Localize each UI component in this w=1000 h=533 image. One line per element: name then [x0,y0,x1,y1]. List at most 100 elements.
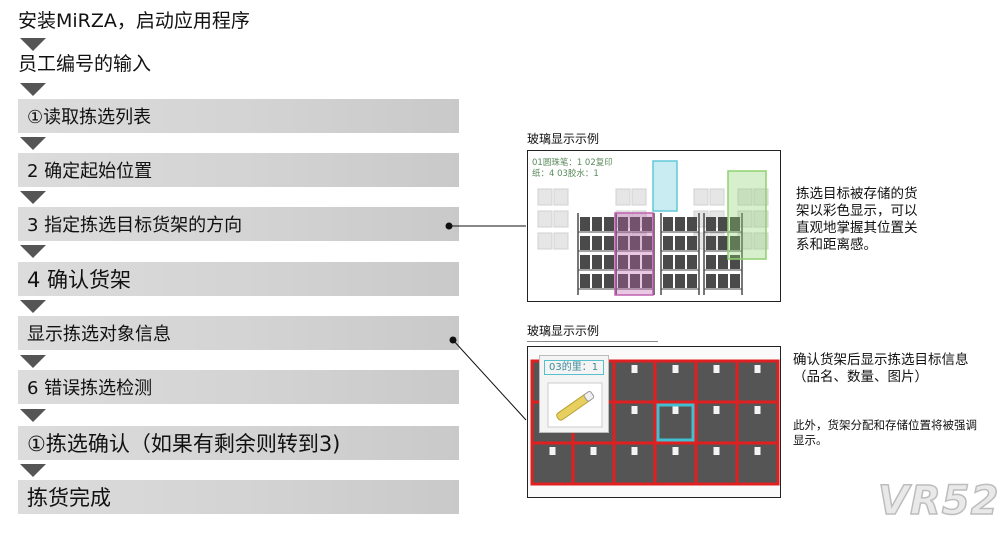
faded-rack-box [693,188,709,206]
rack-box [675,236,685,250]
rack-box [642,217,652,231]
rack-box [706,236,716,250]
bin-tag [713,406,720,414]
target-item-label: 03的里：1 [544,360,604,375]
faded-rack-box [631,188,647,206]
faded-rack-box [753,232,769,250]
faded-rack-box [537,232,553,250]
example1-title: 玻璃显示示例 [527,132,600,146]
rack-box [642,255,652,269]
step-start-position: 2 确定起始位置 [18,153,459,187]
example2-title-underline [527,341,658,342]
rack-box [592,255,602,269]
arrow-down-icon [20,464,46,477]
step-pick-confirm: ①拣选确认（如果有剩余则转到3) [18,426,459,460]
rack-box [706,217,716,231]
bin-tag [672,406,679,414]
arrow-down-icon [20,38,46,51]
rack-box [604,274,614,288]
faded-rack-box [737,188,753,206]
arrow-down-icon [20,137,46,150]
rack-box [730,217,740,231]
rack-box [580,274,590,288]
bin-tag [754,365,761,373]
faded-rack-box [709,188,725,206]
faded-rack-box [753,188,769,206]
watermark-logo: VR52 [877,477,1000,525]
faded-rack-box [553,210,569,228]
arrow-down-icon [20,191,46,204]
rack-box [730,274,740,288]
step-error-detection: 6 错误拣选检测 [18,370,459,404]
rack-box [730,255,740,269]
rack-box [618,236,628,250]
green-highlight-rack [727,170,767,260]
bin-tag [590,447,597,455]
rack-box [604,236,614,250]
rack-box [687,255,697,269]
rack-box [592,217,602,231]
overlay-line-2: 纸：4 03胶水：1 [532,169,599,179]
rack-box [618,274,628,288]
rack-box [675,274,685,288]
example1-description: 拣选目标被存储的货架以彩色显示，可以直观地掌握其位置关系和距离感。 [796,186,918,253]
rack-box [580,255,590,269]
rack-overview-panel: 01圆珠笔：1 02复印 纸：4 03胶水：1 [527,150,781,302]
rack-box [718,236,728,250]
rack-illustration [537,160,769,296]
bin-tag [631,406,638,414]
example2-title: 玻璃显示示例 [527,324,600,338]
highlighted-bin [656,403,695,442]
glue-stick-icon [547,382,603,428]
step-show-target-info: 显示拣选对象信息 [18,316,459,350]
faded-rack-box [553,232,569,250]
cyan-highlight-rack [652,160,678,212]
rack-box [630,217,640,231]
rack-box [687,217,697,231]
bin-tag [631,447,638,455]
step-employee-id: 员工编号的输入 [18,53,152,75]
arrow-down-icon [20,355,46,368]
faded-rack-box [553,188,569,206]
faded-rack-box [537,210,553,228]
bin-tag [754,447,761,455]
faded-rack-box [537,188,553,206]
rack-box [706,274,716,288]
arrow-down-icon [20,83,46,96]
rack-box [630,255,640,269]
bin-grid-panel: 03的里：1 [527,346,781,498]
rack-box [642,236,652,250]
rack-box [663,255,673,269]
bin-tag [713,365,720,373]
overlay-pick-list: 01圆珠笔：1 02复印 纸：4 03胶水：1 [532,158,642,180]
rack-box [618,217,628,231]
faded-rack-box [615,188,631,206]
bin-cell [735,400,780,445]
overlay-line-1: 01圆珠笔：1 02复印 [532,158,613,168]
arrow-down-icon [20,300,46,313]
rack-box [675,217,685,231]
bin-tag [754,406,761,414]
rack-box [663,217,673,231]
rack-box [706,255,716,269]
bin-cell [735,441,780,486]
rack-box [718,217,728,231]
rack-box [604,255,614,269]
rack-box [630,274,640,288]
step-read-list: ①读取拣选列表 [18,99,459,133]
bin-tag [713,447,720,455]
rack-box [663,274,673,288]
bin-tag [672,447,679,455]
step-launch-app: 安装MiRZA，启动应用程序 [18,10,250,32]
bin-tag [672,365,679,373]
rack-box [718,255,728,269]
rack-box [730,236,740,250]
rack-box [580,217,590,231]
rack-box [663,236,673,250]
rack-box [687,274,697,288]
rack-box [630,236,640,250]
rack-box [642,274,652,288]
rack-box [687,236,697,250]
step-confirm-rack: 4 确认货架 [18,262,459,296]
rack-box [592,236,602,250]
